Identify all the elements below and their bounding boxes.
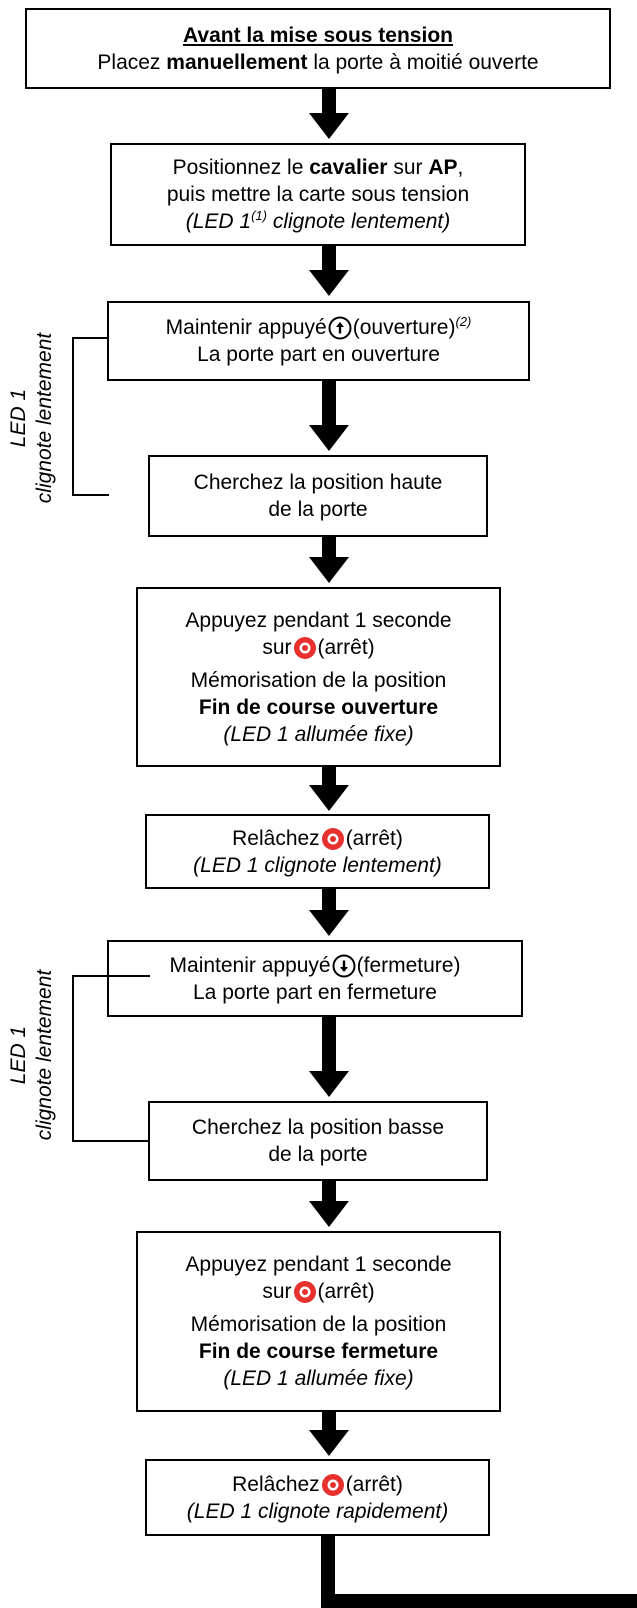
step-box-6: Relâchez(arrêt) (LED 1 clignote lentemen… <box>145 814 490 889</box>
flow-arrow-3 <box>309 381 349 451</box>
flow-arrow-1 <box>309 89 349 139</box>
flow-arrow-6 <box>309 889 349 936</box>
flow-arrow-8 <box>309 1181 349 1227</box>
step-box-1: Avant la mise sous tension Placez manuel… <box>25 8 611 89</box>
red-stop-button-icon <box>293 636 316 659</box>
step-box-3: Maintenir appuyé(ouverture)(2) La porte … <box>107 301 530 381</box>
arrow-up-button-icon <box>328 316 352 340</box>
red-stop-button-icon <box>321 827 344 850</box>
step-1-title: Avant la mise sous tension <box>183 23 453 47</box>
step-box-10: Relâchez(arrêt) (LED 1 clignote rapideme… <box>145 1459 490 1536</box>
step-box-2: Positionnez le cavalier sur AP, puis met… <box>110 143 526 246</box>
flow-arrow-9 <box>309 1412 349 1456</box>
red-stop-button-icon <box>293 1281 316 1304</box>
step-box-4: Cherchez la position haute de la porte <box>148 455 488 537</box>
bracket-closing-loop <box>72 975 150 1142</box>
step-box-9: Appuyez pendant 1 seconde sur(arrêt) Mém… <box>136 1231 501 1412</box>
step-box-8: Cherchez la position basse de la porte <box>148 1101 488 1181</box>
red-stop-button-icon <box>321 1473 344 1496</box>
bracket-opening-loop <box>72 337 109 496</box>
flow-arrow-5 <box>309 767 349 811</box>
exit-connector-vertical <box>321 1536 335 1608</box>
flow-arrow-2 <box>309 246 349 296</box>
step-box-7: Maintenir appuyé(fermeture) La porte par… <box>107 940 523 1017</box>
flow-arrow-7 <box>309 1017 349 1097</box>
exit-connector-horizontal <box>321 1594 637 1608</box>
flow-arrow-4 <box>309 537 349 583</box>
step-box-5: Appuyez pendant 1 seconde sur(arrêt) Mém… <box>136 587 501 767</box>
arrow-down-button-icon <box>332 954 356 978</box>
